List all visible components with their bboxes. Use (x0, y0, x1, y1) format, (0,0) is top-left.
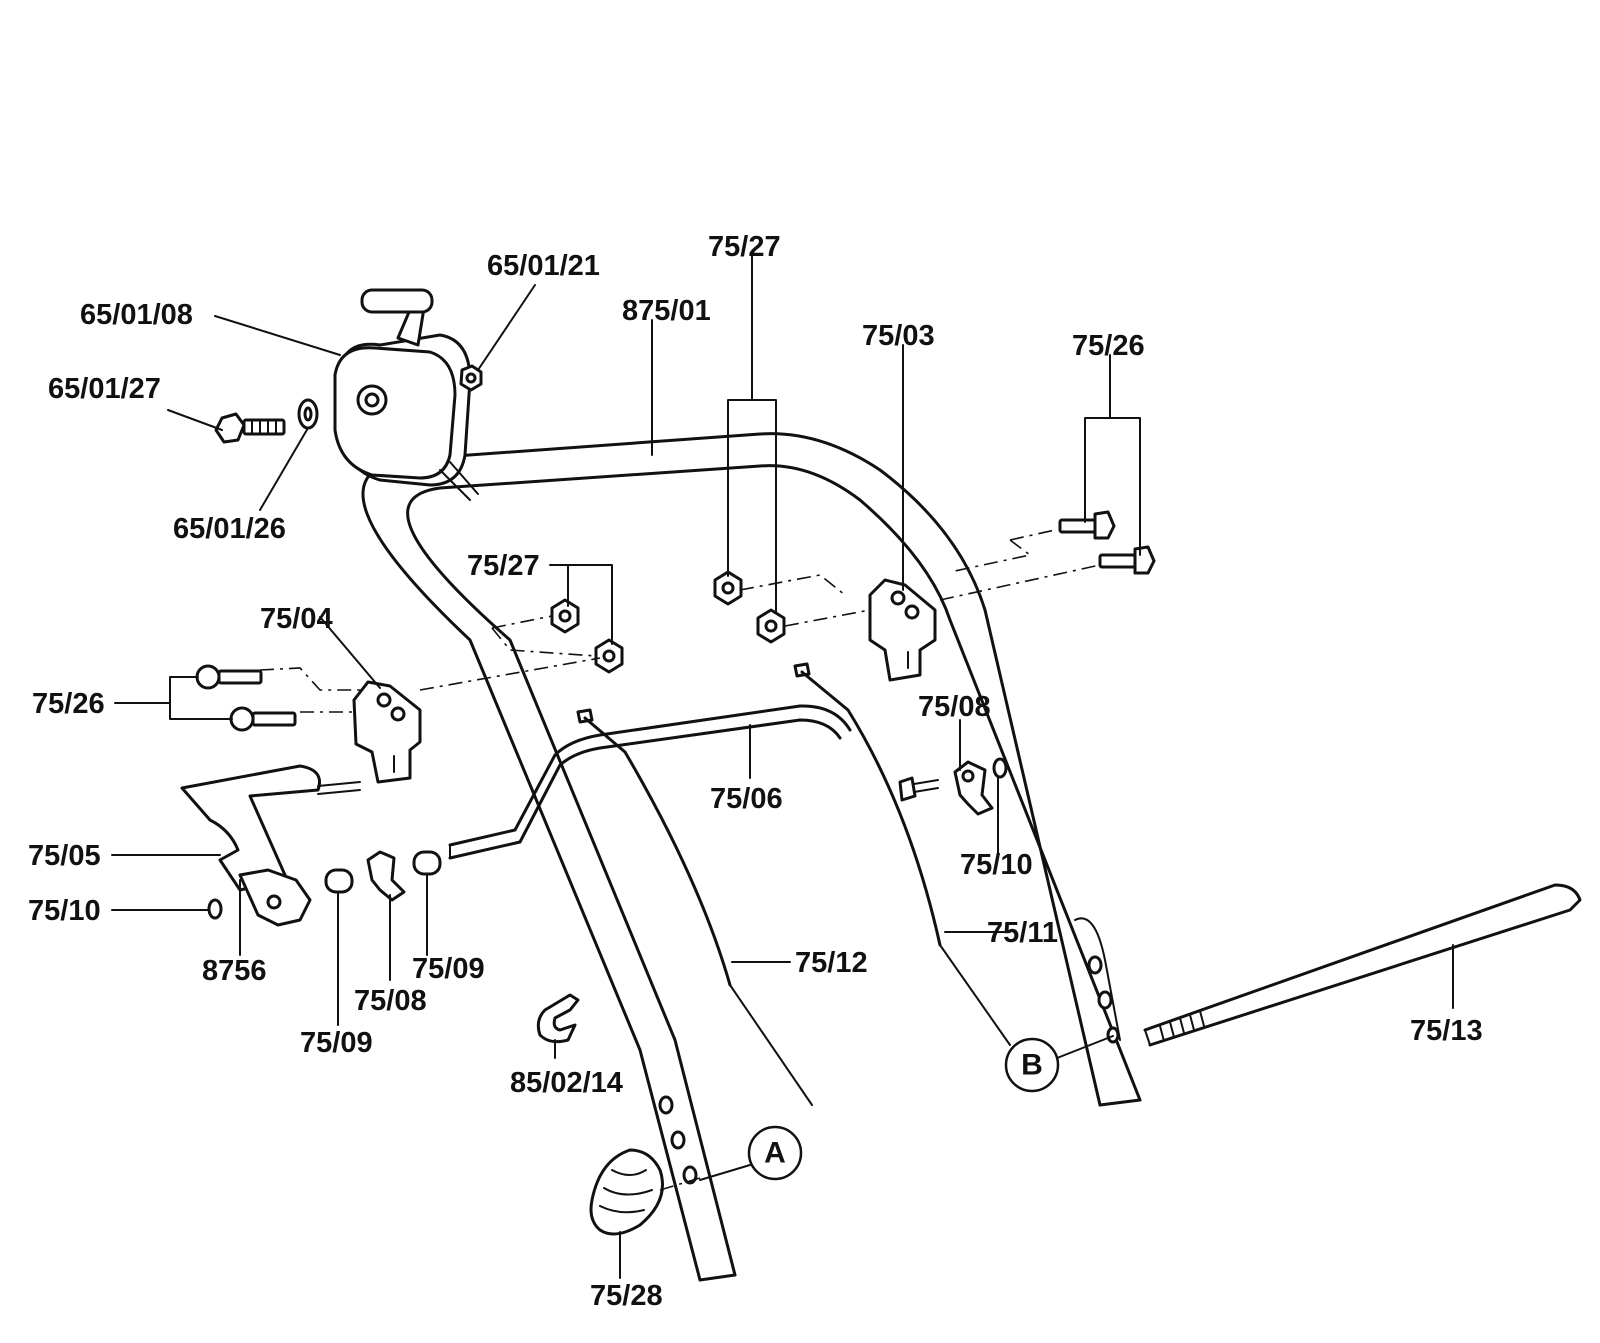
label-75-26-left: 75/26 (32, 688, 105, 720)
leader-lines (111, 254, 1454, 1279)
label-65-01-27: 65/01/27 (48, 373, 161, 405)
label-75-10-left: 75/10 (28, 895, 101, 927)
bolts-75-26-right (1058, 510, 1156, 575)
bolts-75-26-left (195, 664, 297, 732)
label-75-28: 75/28 (590, 1280, 663, 1312)
label-75-09-right: 75/09 (412, 953, 485, 985)
cable-75-12 (576, 708, 813, 1106)
rod-75-06 (448, 704, 852, 860)
label-75-04: 75/04 (260, 603, 333, 635)
nut-65-01-21 (459, 364, 483, 392)
cable-75-11 (793, 662, 1011, 1046)
bracket-75-04 (352, 680, 422, 784)
part-labels: 65/01/21 65/01/08 65/01/27 65/01/26 875/… (28, 231, 1483, 1312)
label-75-05: 75/05 (28, 840, 101, 872)
sleeves-clips-left (324, 850, 442, 902)
left-leg-holes (658, 1095, 698, 1185)
label-65-01-08: 65/01/08 (80, 299, 193, 331)
label-75-09-left: 75/09 (300, 1027, 373, 1059)
label-8756: 8756 (202, 955, 267, 987)
label-75-08-right: 75/08 (918, 691, 991, 723)
label-75-08-left: 75/08 (354, 985, 427, 1017)
label-75-06: 75/06 (710, 783, 783, 815)
callout-a: A (747, 1125, 803, 1181)
washer-65-01-26 (297, 398, 319, 430)
bolt-65-01-27 (214, 412, 286, 444)
label-65-01-26: 65/01/26 (173, 513, 286, 545)
nuts-75-27 (550, 570, 786, 674)
label-75-10-right: 75/10 (960, 849, 1033, 881)
label-75-26-right: 75/26 (1072, 330, 1145, 362)
label-65-01-21: 65/01/21 (487, 250, 600, 282)
label-85-02-14: 85/02/14 (510, 1067, 623, 1099)
label-75-13: 75/13 (1410, 1015, 1483, 1047)
right-leg-slot (1074, 917, 1121, 1044)
callout-a-label: A (764, 1137, 786, 1170)
label-75-12: 75/12 (795, 947, 868, 979)
alignment-lines (259, 529, 1101, 713)
label-75-03: 75/03 (862, 320, 935, 352)
clip-85-02-14 (536, 993, 580, 1044)
callout-b: B (1004, 1037, 1060, 1093)
rod-75-13 (1143, 883, 1582, 1047)
bracket-75-03 (868, 578, 937, 682)
callout-b-label: B (1021, 1049, 1043, 1082)
clip-75-08-right (898, 757, 1008, 816)
handle-tube (361, 432, 1142, 1282)
recoil-starter (333, 288, 479, 501)
lever-75-05 (180, 764, 361, 927)
label-75-11: 75/11 (987, 917, 1058, 949)
label-75-27-top: 75/27 (708, 231, 781, 263)
label-875-01: 875/01 (622, 295, 711, 327)
label-75-27-mid: 75/27 (467, 550, 540, 582)
knob-75-28 (589, 1148, 701, 1236)
